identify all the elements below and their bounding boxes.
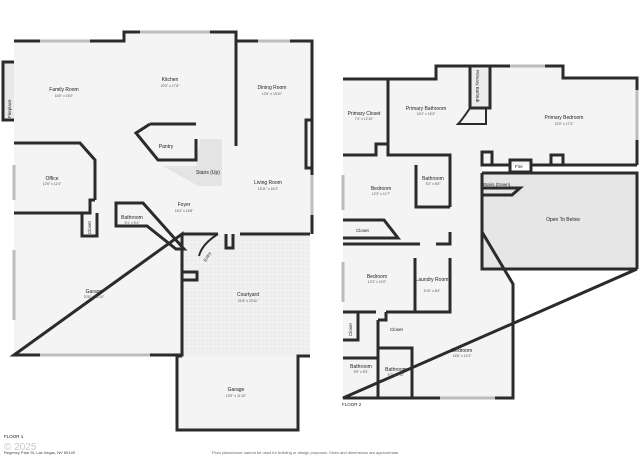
living-room-label: Living Room <box>254 180 282 186</box>
stairs-up-fill <box>163 139 222 186</box>
bedroom-a-label: Bedroom <box>371 186 391 192</box>
hall-post <box>480 150 494 167</box>
primary-bathroom-dims: 15'1" x 16'3" <box>417 112 436 116</box>
primary-bathtub-curve <box>455 107 487 125</box>
pantry-label: Pantry <box>159 144 174 150</box>
foyer-dims: 16'3" x 15'8" <box>175 209 194 213</box>
floor-1-label: FLOOR 1 <box>4 434 24 439</box>
primary-bathtub-fill <box>470 66 490 108</box>
primary-bathtub-label: Primary Bathtub <box>475 70 480 103</box>
garage-main-label: Garage <box>86 289 103 295</box>
dining-room-dims: 12'6" x 15'11" <box>262 92 283 96</box>
laundry-label: Laundry Room <box>416 277 449 283</box>
closet-a-label: Closet <box>356 228 370 233</box>
foyer-label: Foyer <box>178 202 191 208</box>
office-bottom-wall <box>14 198 95 215</box>
watermark: © 2025 <box>4 442 37 453</box>
bathroom-b-wall <box>343 348 380 398</box>
primary-bathroom-label: Primary Bathroom <box>406 106 446 112</box>
bedroom-b-dims: 12'3" x 10'0" <box>368 280 387 284</box>
kitchen-label: Kitchen <box>162 77 179 83</box>
living-room-dims: 15'11" x 16'3" <box>258 187 279 191</box>
bedroom-c-dims: 16'8" x 14'3" <box>453 354 472 358</box>
fireplace-wall <box>1 60 14 122</box>
closet-wall <box>80 213 99 238</box>
primary-closet-dims: 7'4" x 12'10" <box>355 117 374 121</box>
address-text: Regency Park St, Las Vegas, NV 89149 <box>4 450 76 455</box>
courtyard-dims: 21'8" x 20'11" <box>238 299 259 303</box>
bathroom-1f-label: Bathroom <box>121 215 143 221</box>
bathroom-b-dims: 5'9" x 8'5" <box>354 370 370 374</box>
floor-2-plan <box>341 64 639 400</box>
floor-1-plan <box>1 30 314 432</box>
small-garage-fill <box>177 356 298 430</box>
stairs-down-label: Stairs (Down) <box>483 182 511 187</box>
upper-hall-wall <box>343 142 452 165</box>
fire-label: Fire <box>515 164 523 169</box>
bathroom-a-dims: 5'2" x 8'5" <box>426 182 442 186</box>
bedroom-a-dims: 12'3" x 11'7" <box>372 192 391 196</box>
bedroom-c-label: Bedroom <box>452 348 472 354</box>
garage-main-dims: 20'8" x 22'10" <box>84 295 105 299</box>
primary-bedroom-label: Primary Bedroom <box>545 115 584 121</box>
bedroom-b-top-wall <box>343 232 452 246</box>
closet-b-label: Closet <box>348 322 353 336</box>
fireplace-fill <box>3 62 14 120</box>
courtyard-label: Courtyard <box>237 292 259 298</box>
family-room-dims: 16'5" x 16'0" <box>55 94 74 98</box>
laundry-wall <box>413 258 452 314</box>
garage-small-dims: 10'9" x 11'10" <box>226 394 247 398</box>
closet-1f-label: Closet <box>87 220 92 234</box>
dining-living-wall <box>304 118 312 170</box>
family-room-label: Family Room <box>49 87 78 93</box>
closet-c-wall <box>376 312 414 358</box>
garage-small-label: Garage <box>228 387 245 393</box>
bedroom-b-label: Bedroom <box>367 274 387 280</box>
closet-c-label: Closet <box>390 327 404 332</box>
courtyard-fill <box>182 234 310 356</box>
office-label: Office <box>46 176 59 182</box>
bathroom-b-label: Bathroom <box>350 364 372 370</box>
bedroom-a-wall <box>343 165 450 240</box>
stair-rail <box>482 186 524 197</box>
small-garage-wall <box>175 354 310 432</box>
stairs-up-label: Stairs (Up) <box>196 170 220 176</box>
bathroom-1f-dims: 5'1" x 5'4" <box>125 221 141 225</box>
bathroom-c-label: Bathroom <box>385 367 407 373</box>
office-wall <box>14 141 97 200</box>
fire-wall <box>508 158 533 174</box>
laundry-dims: 5'10" x 8'4" <box>424 289 442 293</box>
dining-room-label: Dining Room <box>258 85 287 91</box>
entry-label: Entry <box>203 250 213 262</box>
primary-closet-label: Primary Closet <box>348 111 381 117</box>
office-dims: 12'6" x 12'4" <box>43 182 62 186</box>
open-below-edge <box>480 171 639 269</box>
floor-2-main-fill <box>343 66 637 398</box>
open-to-below-label: Open To Below <box>546 217 580 223</box>
disclaimer-text: Floor plans/cover cannot be used for bui… <box>212 450 399 455</box>
primary-bedroom-dims: 22'0" x 17'3" <box>555 122 574 126</box>
bathroom-c-dims: 5'7" x 7'10" <box>388 373 406 377</box>
floor-2-label: FLOOR 2 <box>342 402 362 407</box>
floor-2-outer-wall <box>342 64 639 400</box>
entry-door-arc <box>198 233 219 257</box>
kitchen-dims: 20'0" x 17'8" <box>161 84 180 88</box>
closet-b-wall <box>343 312 360 342</box>
pantry-wall <box>133 122 198 162</box>
bathroom-wall-1f <box>114 201 188 251</box>
primary-bathtub-wall <box>468 66 492 110</box>
courtyard-wall-left <box>182 270 199 282</box>
bathroom-a-label: Bathroom <box>422 176 444 182</box>
fireplace-label: Fireplace <box>7 99 12 118</box>
living-column <box>224 234 235 250</box>
